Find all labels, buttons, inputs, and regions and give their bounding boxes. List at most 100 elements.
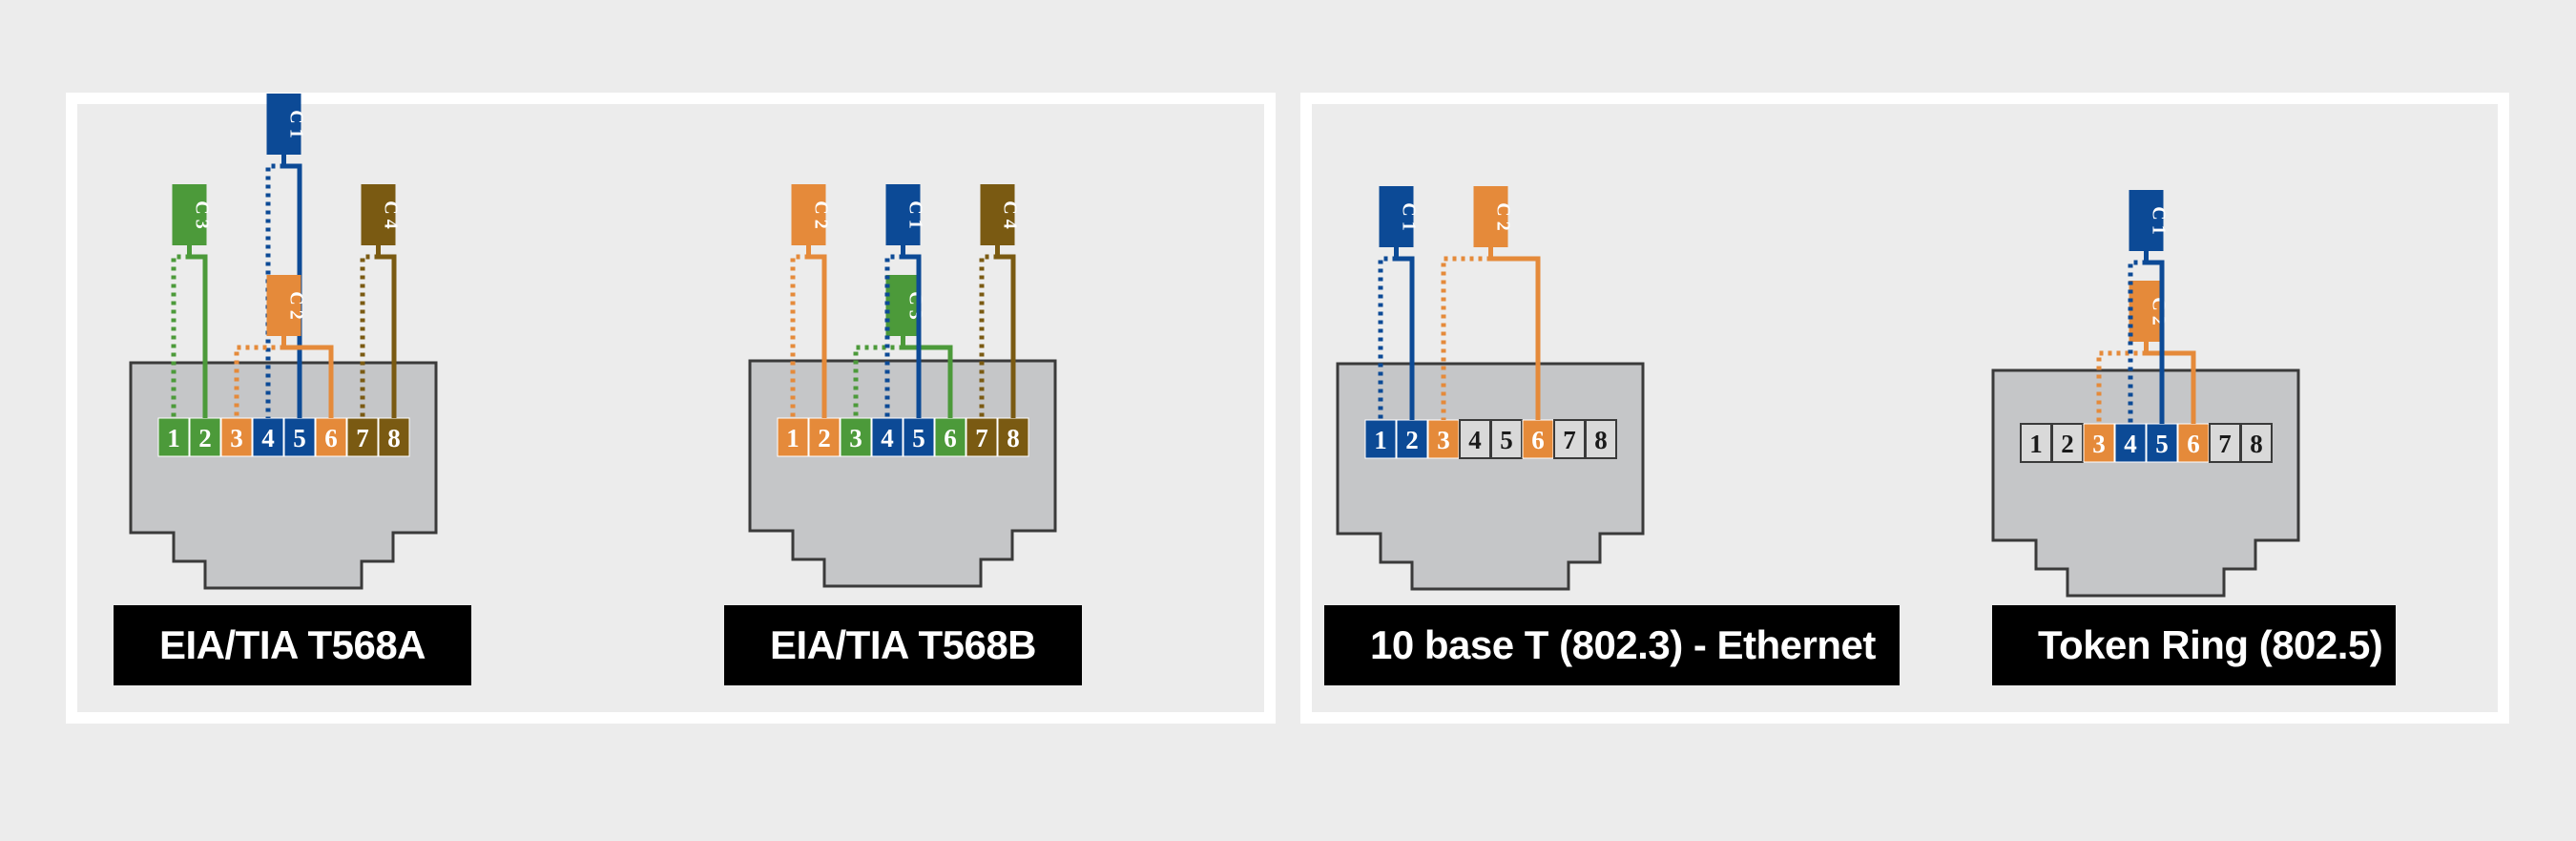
pin-label: 3 [230, 424, 243, 452]
pin-label: 6 [2187, 430, 2200, 458]
pin-label: 2 [2061, 430, 2074, 458]
pin-2 [1396, 419, 1428, 459]
pin-label: 2 [1405, 426, 1419, 454]
pin-label: 2 [818, 424, 831, 452]
pin-label: 8 [1594, 426, 1608, 454]
pin-7 [346, 417, 379, 457]
pair-label-box [1473, 186, 1508, 247]
pin-4 [252, 417, 284, 457]
wire-solid [901, 336, 953, 418]
wire-dotted [360, 254, 379, 418]
pin-label: 3 [2092, 430, 2106, 458]
pin-label: 5 [912, 424, 925, 452]
pair-label-box [791, 184, 826, 245]
wire-solid [376, 245, 397, 418]
wire-solid [2144, 342, 2196, 424]
wire-pair-c2: C 2 [234, 275, 334, 418]
pair-label-box [2129, 190, 2164, 251]
jack-body [1991, 368, 2300, 598]
pin-3 [840, 417, 872, 457]
pair-label: C 1 [286, 110, 307, 137]
pair-label: C 3 [192, 200, 213, 228]
wire-dotted [2128, 260, 2147, 424]
pair-label: C 1 [905, 200, 926, 228]
pin-label: 3 [849, 424, 862, 452]
pin-2 [808, 417, 841, 457]
pin-label: 4 [261, 424, 275, 452]
pin-label: 4 [1468, 426, 1482, 454]
pin-2 [189, 417, 221, 457]
wire-dotted [979, 254, 998, 418]
pin-label: 4 [2124, 430, 2137, 458]
wire-solid [1488, 247, 1541, 420]
pin-1 [777, 417, 809, 457]
pair-label: C 1 [1399, 202, 1420, 230]
pin-4 [871, 417, 904, 457]
pin-label: 5 [2155, 430, 2169, 458]
pin-2 [2051, 423, 2084, 463]
pin-label: 1 [786, 424, 800, 452]
wire-dotted [171, 254, 190, 418]
wire-dotted [790, 254, 809, 418]
wire-pair-c4: C 4 [979, 184, 1021, 418]
pair-label: C 3 [905, 291, 926, 319]
pin-label: 5 [1500, 426, 1513, 454]
pin-label: 6 [1531, 426, 1545, 454]
pin-3 [2083, 423, 2115, 463]
pin-5 [283, 417, 316, 457]
pair-label: C 2 [286, 291, 307, 319]
pair-label-box [2129, 281, 2164, 342]
wire-solid [281, 336, 334, 418]
pin-label: 1 [1374, 426, 1387, 454]
wire-dotted [1378, 256, 1397, 420]
wire-pair-c2: C 2 [790, 184, 832, 418]
pin-4 [2114, 423, 2147, 463]
pin-label: 8 [2250, 430, 2263, 458]
wire-dotted [884, 254, 904, 418]
caption-ethernet: 10 base T (802.3) - Ethernet [1324, 605, 1900, 685]
pin-8 [2240, 423, 2273, 463]
pair-label-box [266, 94, 301, 155]
pair-label: C 1 [2149, 206, 2170, 234]
pin-6 [2177, 423, 2210, 463]
pin-5 [1490, 419, 1523, 459]
pair-label-box [885, 275, 921, 336]
pair-label-box [1379, 186, 1414, 247]
pin-label: 3 [1437, 426, 1450, 454]
pin-5 [903, 417, 935, 457]
pair-label: C 4 [1000, 200, 1021, 228]
wire-solid [2144, 251, 2165, 424]
pin-label: 5 [293, 424, 306, 452]
caption-t568b: EIA/TIA T568B [724, 605, 1082, 685]
pair-label: C 2 [2149, 297, 2170, 325]
caption-token-ring: Token Ring (802.5) [1992, 605, 2396, 685]
pin-label: 8 [387, 424, 401, 452]
pair-label: C 4 [381, 200, 402, 228]
pair-label-box [172, 184, 207, 245]
jack-body [129, 361, 438, 590]
wire-dotted [1441, 256, 1491, 420]
pin-label: 6 [944, 424, 957, 452]
pin-1 [1364, 419, 1397, 459]
jack-body [1336, 362, 1645, 591]
pair-label-box [266, 275, 301, 336]
wire-pair-c1: C 1 [265, 94, 307, 418]
pin-label: 8 [1007, 424, 1020, 452]
pin-label: 7 [356, 424, 369, 452]
wire-pair-c4: C 4 [360, 184, 402, 418]
wire-solid [806, 245, 827, 418]
wire-pair-c3: C 3 [171, 184, 213, 418]
pin-label: 4 [881, 424, 894, 452]
pin-label: 1 [167, 424, 180, 452]
pair-label: C 2 [1493, 202, 1514, 230]
pin-8 [1585, 419, 1617, 459]
wire-solid [1394, 247, 1415, 420]
wire-pair-c1: C 1 [2128, 190, 2170, 424]
pin-label: 7 [975, 424, 988, 452]
pin-label: 7 [1563, 426, 1576, 454]
